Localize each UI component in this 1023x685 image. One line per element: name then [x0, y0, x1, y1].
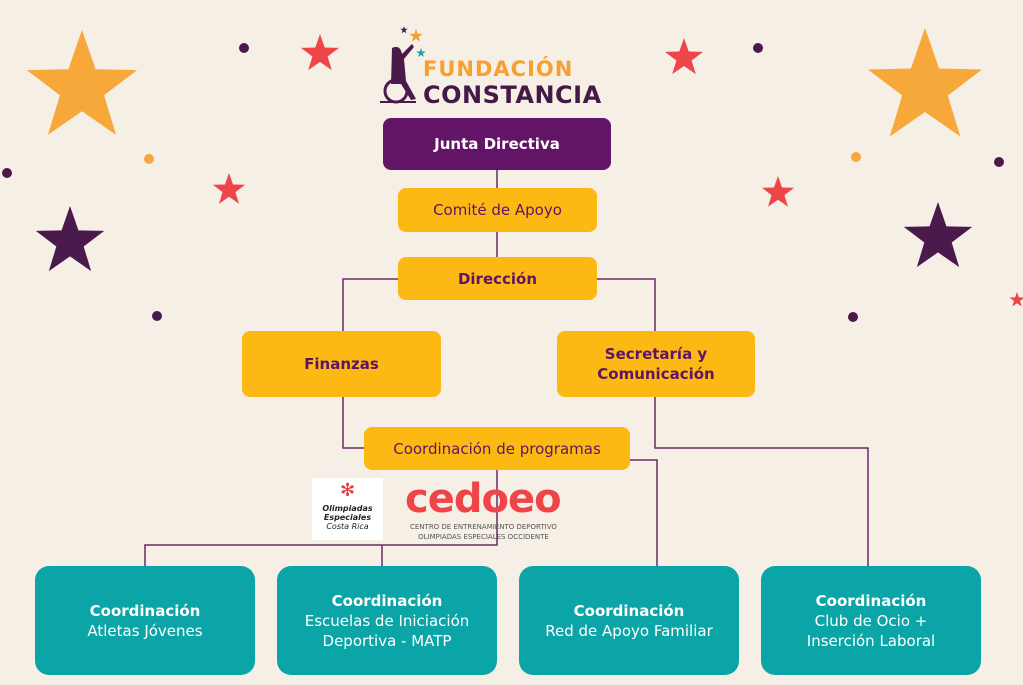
node-junta-directiva: Junta Directiva	[383, 118, 611, 170]
oe-line3: Costa Rica	[326, 522, 369, 531]
node-label: Secretaría y Comunicación	[597, 345, 715, 383]
coord-title: Coordinación	[331, 591, 443, 610]
star-icon	[300, 34, 340, 71]
node-coordinacion-programas: Coordinación de programas	[364, 427, 630, 470]
node-finanzas: Finanzas	[242, 331, 441, 397]
wheelchair-logo-icon	[380, 44, 416, 104]
star-icon	[212, 173, 246, 204]
coord-title: Coordinación	[89, 601, 201, 620]
star-icon	[867, 28, 983, 137]
star-icon	[35, 206, 105, 272]
node-direccion: Dirección	[398, 257, 597, 300]
oe-line1: Olimpiadas	[322, 504, 373, 513]
star-icon	[26, 30, 138, 135]
node-comite-apoyo: Comité de Apoyo	[398, 188, 597, 232]
logo-line2: CONSTANCIA	[423, 81, 602, 109]
cedoeo-sub2: OLIMPIADAS ESPECIALES OCCIDENTE	[418, 533, 549, 541]
star-icon	[903, 202, 973, 268]
coord-desc: Atletas Jóvenes	[87, 621, 203, 640]
star-icon	[1009, 292, 1023, 307]
oe-line2: Especiales	[323, 513, 372, 522]
coord-desc: Escuelas de Iniciación Deportiva - MATP	[304, 611, 470, 650]
coord-title: Coordinación	[573, 601, 685, 620]
node-label: Dirección	[457, 269, 538, 288]
coord-desc: Club de Ocio + Inserción Laboral	[806, 611, 936, 650]
dot-icon	[2, 43, 1004, 322]
cedoeo-subtitle: CENTRO DE ENTRENAMIENTO DEPORTIVO OLIMPI…	[410, 522, 557, 542]
node-label: Comité de Apoyo	[433, 201, 562, 219]
coord-title: Coordinación	[815, 591, 927, 610]
logo-line1: FUNDACIÓN	[423, 57, 574, 81]
fundacion-constancia-logo: FUNDACIÓN CONSTANCIA	[423, 56, 602, 108]
node-label: Junta Directiva	[434, 135, 560, 153]
node-label: Finanzas	[304, 355, 379, 373]
node-secretaria: Secretaría y Comunicación	[557, 331, 755, 397]
star-icon	[761, 176, 795, 207]
cedoeo-logo: cedoeo	[405, 476, 562, 522]
connector-lines	[144, 170, 869, 566]
star-icon	[664, 38, 704, 75]
cedoeo-sub1: CENTRO DE ENTRENAMIENTO DEPORTIVO	[410, 523, 557, 531]
node-label: Coordinación de programas	[393, 439, 601, 458]
olimpiadas-especiales-logo: ✻ Olimpiadas Especiales Costa Rica	[312, 478, 383, 540]
coord-desc: Red de Apoyo Familiar	[545, 621, 713, 640]
